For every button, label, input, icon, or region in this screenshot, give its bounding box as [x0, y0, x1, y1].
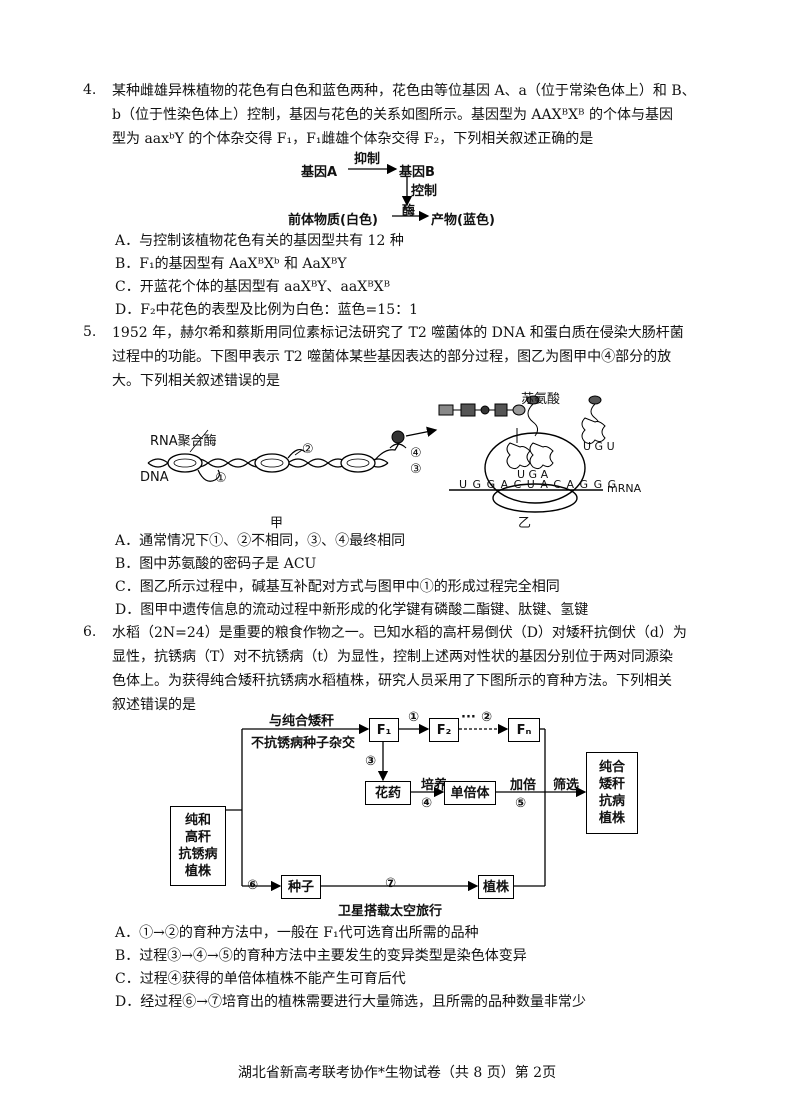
page-footer: 湖北省新高考联考协作*生物试卷（共 8 页）第 2页: [237, 1065, 557, 1081]
q5-option-b: B．图中苏氨酸的密码子是 ACU: [115, 556, 317, 572]
q6-source-line-4: 植株: [184, 864, 211, 879]
q6-target-plant-box: 纯合 矮秆 抗病 植株: [586, 752, 638, 834]
q5-mrna-sequence: U G G A C U A C A G G G: [459, 478, 618, 491]
q6-source-line-2: 高秆: [184, 830, 211, 845]
q6-cross-label-1: 与纯合矮秆: [269, 714, 335, 729]
q6-option-b: B．过程③→④→⑤的育种方法中主要发生的变异类型是染色体变异: [115, 948, 527, 964]
q4-stem-line-2: b（位于性染色体上）控制，基因与花色的关系如图所示。基因型为 AAXᴮXᴮ 的个…: [112, 107, 673, 123]
q5-figure-yi: 苏氨酸 U G A U G U U G G A C U A C A G G G …: [435, 388, 665, 531]
q6-cross-label-2: 不抗锈病种子杂交: [251, 736, 356, 751]
q5-stem-line-2: 过程中的功能。下图甲表示 T2 噬菌体某些基因表达的部分过程，图乙为图甲中④部分…: [112, 349, 672, 365]
q5-marker-4: ④: [410, 446, 422, 461]
q5-figure-yi-caption: 乙: [518, 516, 532, 531]
q6-step-2: ②: [481, 710, 493, 725]
q6-target-line-2: 矮秆: [598, 777, 625, 792]
q6-step-1: ①: [408, 710, 420, 725]
q6-breeding-diagram: 与纯合矮秆 不抗锈病种子杂交 F₁ ① F₂ ··· ② Fₙ ③ 花药 培养 …: [165, 710, 665, 920]
q4-gene-a-label: 基因A: [301, 165, 338, 180]
q4-gene-b-label: 基因B: [399, 165, 435, 180]
q4-option-a: A．与控制该植物花色有关的基因型共有 12 种: [115, 233, 404, 249]
q6-stem-line-4: 叙述错误的是: [112, 697, 196, 713]
q6-stem-line-2: 显性，抗锈病（T）对不抗锈病（t）为显性，控制上述两对性状的基因分别位于两对同源…: [112, 649, 673, 665]
q4-option-b: B．F₁的基因型有 AaXᴮXᵇ 和 AaXᴮY: [115, 256, 347, 272]
q6-f2-box: F₂: [429, 718, 459, 742]
q6-culture-label: 培养: [421, 778, 448, 793]
q4-number: 4.: [83, 82, 97, 98]
q5-figure-jia-caption: 甲: [270, 516, 284, 531]
q6-target-line-4: 植株: [598, 811, 625, 826]
q5-translation-drawing: [438, 395, 606, 513]
q5-marker-1: ①: [215, 471, 227, 486]
q6-option-d: D．经过程⑥→⑦培育出的植株需要进行大量筛选，且所需的品种数量非常少: [115, 994, 586, 1010]
q4-gene-diagram: 基因A 抑制 基因B 控制 酶 前体物质(白色) 产物(蓝色): [280, 150, 520, 230]
q5-threonine-label: 苏氨酸: [521, 392, 561, 407]
q5-option-d: D．图甲中遗传信息的流动过程中新形成的化学键有磷酸二酯键、肽键、氢键: [115, 602, 589, 618]
q4-diagram-arrows: [348, 163, 430, 222]
q5-number: 5.: [83, 324, 97, 340]
q6-screen-label: 筛选: [553, 778, 580, 793]
q6-plant-box: 植株: [478, 875, 514, 899]
q4-inhibit-label: 抑制: [354, 152, 381, 167]
q5-stem-line-1: 1952 年，赫尔希和蔡斯用同位素标记法研究了 T2 噬菌体的 DNA 和蛋白质…: [112, 325, 684, 341]
q6-space-travel-label: 卫星搭载太空旅行: [338, 904, 443, 919]
q4-stem-line-1: 某种雌雄异株植物的花色有白色和蓝色两种，花色由等位基因 A、a（位于常染色体上）…: [112, 83, 696, 99]
q6-source-line-3: 抗锈病: [178, 847, 218, 862]
q4-enzyme-label: 酶: [402, 204, 416, 219]
q4-option-c: C．开蓝花个体的基因型有 aaXᴮY、aaXᴮXᴮ: [115, 279, 391, 295]
q6-step-3: ③: [365, 754, 377, 769]
q5-figure-jia: RNA聚合酶 DNA ① ② ④ ③ 甲: [140, 400, 440, 531]
q6-haploid-box: 单倍体: [444, 781, 496, 805]
q6-number: 6.: [83, 624, 97, 640]
q6-seed-box: 种子: [281, 875, 321, 899]
q5-stem-line-3: 大。下列相关叙述错误的是: [112, 373, 280, 389]
q6-doubling-label: 加倍: [510, 778, 537, 793]
q6-target-line-3: 抗病: [598, 794, 625, 809]
q6-step-5: ⑤: [515, 796, 527, 811]
q5-anticodon-2: U G U: [583, 440, 615, 453]
q6-f1-box: F₁: [369, 718, 399, 742]
q5-option-c: C．图乙所示过程中，碱基互补配对方式与图甲中①的形成过程完全相同: [115, 579, 560, 595]
q4-control-label: 控制: [411, 184, 438, 199]
q5-marker-3: ③: [410, 462, 422, 477]
q5-transcription-drawing: [147, 426, 438, 482]
q4-option-d: D．F₂中花色的表型及比例为白色：蓝色=15：1: [115, 302, 419, 318]
q5-marker-2: ②: [302, 442, 314, 457]
q6-fn-box: Fₙ: [508, 718, 540, 742]
q6-ellipsis: ···: [461, 710, 476, 725]
q6-step-4: ④: [421, 796, 433, 811]
q5-dna-label: DNA: [140, 470, 169, 485]
q5-mrna-label: mRNA: [607, 482, 642, 495]
q6-step-7: ⑦: [385, 876, 397, 891]
q4-stem-line-3: 型为 aaxᵇY 的个体杂交得 F₁，F₁雌雄个体杂交得 F₂，下列相关叙述正确…: [112, 131, 594, 147]
q6-source-plant-box: 纯和 高秆 抗锈病 植株: [170, 806, 226, 886]
q5-option-a: A．通常情况下①、②不相同，③、④最终相同: [115, 533, 406, 549]
q6-option-c: C．过程④获得的单倍体植株不能产生可育后代: [115, 971, 406, 987]
q4-precursor-label: 前体物质(白色): [288, 213, 378, 228]
q6-step-6: ⑥: [247, 878, 259, 893]
q6-target-line-1: 纯合: [598, 760, 625, 775]
q6-anther-box: 花药: [365, 781, 411, 805]
q6-stem-line-1: 水稻（2N=24）是重要的粮食作物之一。已知水稻的高杆易倒伏（D）对矮秆抗倒伏（…: [112, 625, 687, 641]
q6-stem-line-3: 色体上。为获得纯合矮秆抗锈病水稻植株，研究人员采用了下图所示的育种方法。下列相关: [112, 673, 672, 689]
q6-breeding-arrows: [225, 723, 587, 892]
q5-anticodon-1: U G A: [517, 468, 549, 481]
q6-source-line-1: 纯和: [184, 813, 211, 828]
q6-option-a: A．①→②的育种方法中，一般在 F₁代可选育出所需的品种: [115, 925, 479, 941]
q5-rna-polymerase-label: RNA聚合酶: [150, 434, 217, 449]
q4-product-label: 产物(蓝色): [431, 213, 495, 228]
